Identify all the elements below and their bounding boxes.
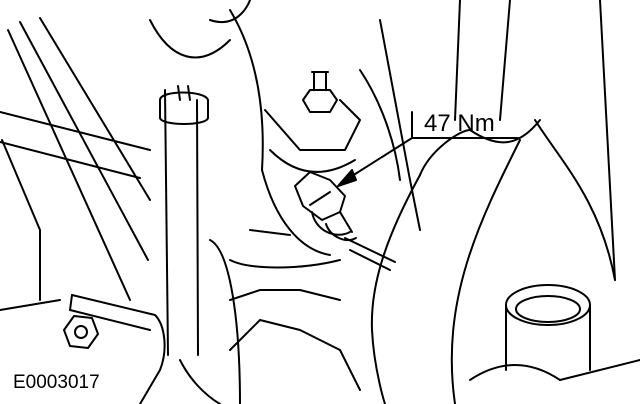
torque-callout-leader (337, 111, 519, 187)
lower-bracket (0, 294, 166, 404)
large-pipe (370, 0, 616, 404)
housing-body (179, 0, 421, 404)
exhaust-pipe-end (469, 284, 640, 381)
sensor (294, 171, 396, 271)
vertical-tube (149, 19, 231, 356)
torque-label: 47 Nm (424, 110, 495, 137)
figure-id: E0003017 (13, 372, 100, 393)
stud-bolt (302, 71, 338, 113)
frame-rails (0, 17, 151, 301)
